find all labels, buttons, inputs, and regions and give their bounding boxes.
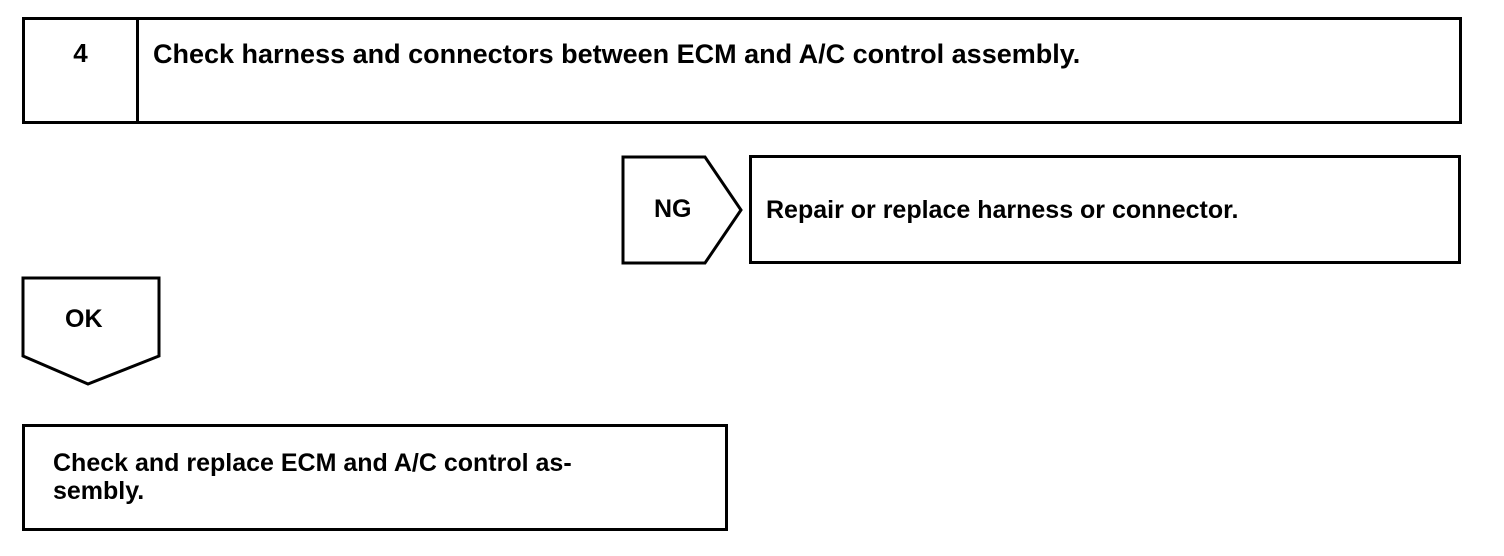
ng-action-text: Repair or replace harness or connector.	[766, 196, 1239, 224]
ok-arrow-shape	[21, 276, 161, 386]
result-text: Check and replace ECM and A/C control as…	[53, 449, 713, 505]
step-box: 4 Check harness and connectors between E…	[22, 17, 1462, 124]
ng-label: NG	[654, 195, 692, 223]
ng-arrow-shape	[621, 155, 743, 265]
result-box: Check and replace ECM and A/C control as…	[22, 424, 728, 531]
ok-label: OK	[65, 305, 103, 333]
result-text-line-2: sembly.	[53, 477, 145, 505]
step-number-cell: 4	[25, 20, 139, 121]
ng-action-box: Repair or replace harness or connector.	[749, 155, 1461, 264]
step-title: Check harness and connectors between ECM…	[153, 39, 1081, 69]
result-text-line-1: Check and replace ECM and A/C control as…	[53, 449, 572, 477]
step-number: 4	[73, 38, 88, 68]
